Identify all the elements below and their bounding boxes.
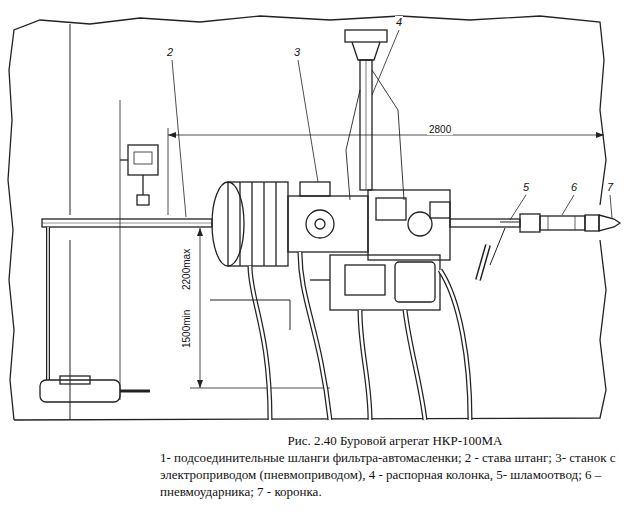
figure-caption: Рис. 2.40 Буровой агрегат НКР-100МА <box>160 432 630 449</box>
dimension-label: 2200max <box>181 247 192 292</box>
dimension-label: 2800 <box>427 124 453 135</box>
dimension-label: 1500min <box>181 308 192 350</box>
caption-description: 1- подсоединительные шланги фильтра-авто… <box>160 449 630 500</box>
callout-number: 4 <box>395 16 403 28</box>
callout-number: 5 <box>522 181 530 193</box>
callout-number: 7 <box>606 181 614 193</box>
callout-number: 3 <box>293 46 301 58</box>
callout-number: 6 <box>570 181 578 193</box>
callout-number: 2 <box>166 46 174 58</box>
